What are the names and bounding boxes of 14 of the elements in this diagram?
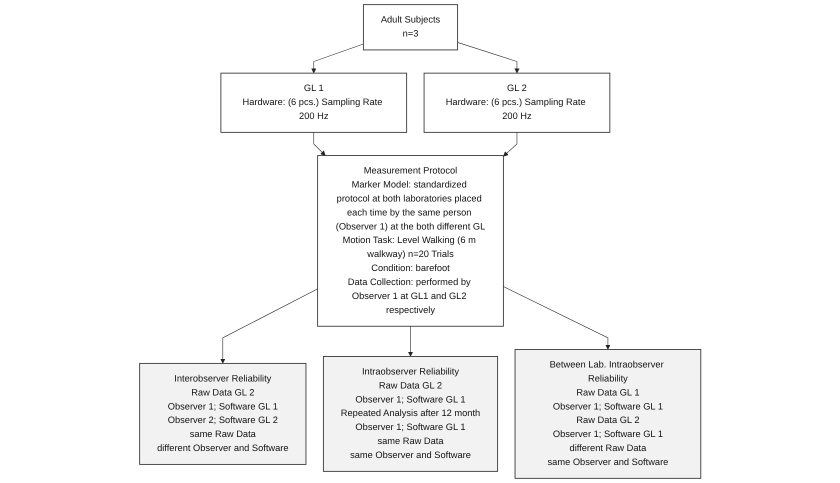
node-box: Measurement Protocol Marker Model: standardized protocol at both laboratories placed each time by the same person (Observer 1) at the both different GL Motion Task: Level Walking (6 m walkway) n=20 Trials Condition: barefoot Data Collection: performed by Observer 1 at GL1 and GL2 respectively: [316, 155, 504, 327]
arrow: [457, 42, 520, 74]
arrow: [310, 44, 364, 74]
arrow: [313, 132, 326, 156]
node-box: GL 2 Hardware: (6 pcs.) Sampling Rate 200 Hz: [423, 72, 610, 133]
arrow: [408, 326, 413, 357]
node-box: Intraobserver Reliability Raw Data GL 2 Observer 1; Software GL 1 Repeated Analysis after 12 month Observer 1; Software GL 1 same Raw Data same Observer and Software: [322, 356, 498, 472]
node-box: GL 1 Hardware: (6 pcs.) Sampling Rate 200 Hz: [220, 72, 407, 133]
arrow: [502, 132, 517, 157]
arrow: [502, 286, 610, 350]
node-box: Between Lab. Intraobserver Reliability Raw Data GL 1 Observer 1; Software GL 1 Raw Data GL 2 Observer 1; Software GL 1 different Raw Data same Observer and Software: [514, 349, 701, 479]
arrow: [220, 288, 318, 364]
node-box: Adult Subjects n=3: [362, 4, 458, 50]
node-box: Interobserver Reliability Raw Data GL 2 Observer 1; Software GL 1 Observer 2; Software GL 2 same Raw Data different Observer and Software: [138, 362, 306, 465]
